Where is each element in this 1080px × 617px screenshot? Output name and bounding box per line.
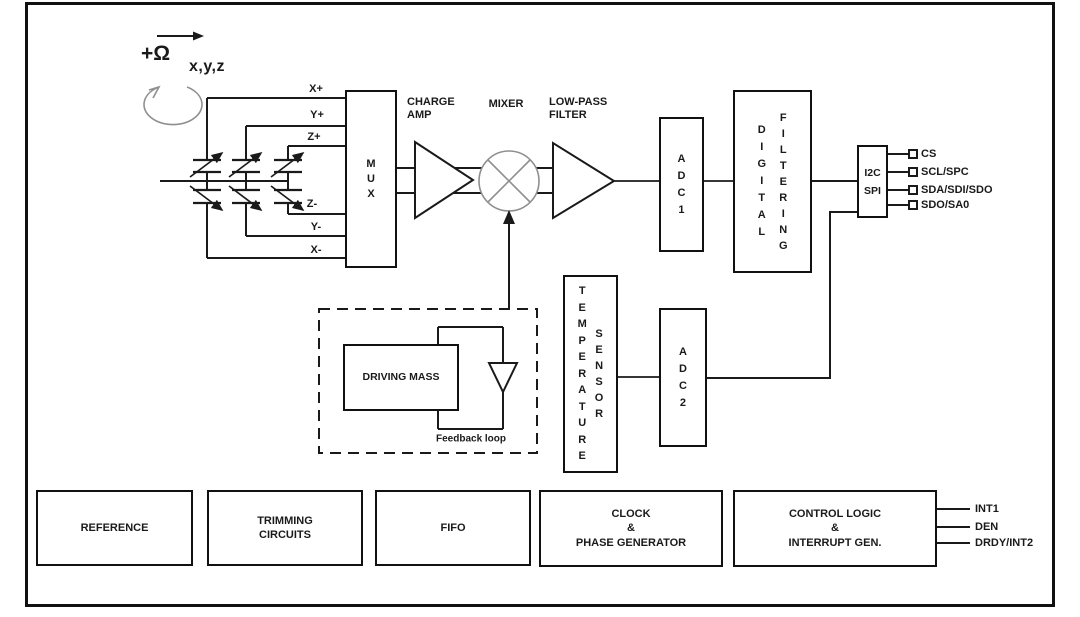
i2c-spi-block: I2C SPI xyxy=(857,145,888,218)
mixer-symbol xyxy=(478,150,540,212)
mixer-label: MIXER xyxy=(488,98,524,110)
reference-block: REFERENCE xyxy=(36,490,193,566)
electrode-wires xyxy=(160,97,345,259)
pin-label-cs: CS xyxy=(921,148,937,160)
electrode-label-y-plus: Y+ xyxy=(310,109,324,121)
pin-label-int1: INT1 xyxy=(975,503,999,515)
omega-label: +Ω xyxy=(141,42,171,65)
sensor-label: S E N S O R xyxy=(594,328,604,420)
mux-block: M U X xyxy=(345,90,397,268)
driving-mass-block: DRIVING MASS xyxy=(343,344,459,411)
rotation-arrow-icon xyxy=(143,85,203,126)
serial-pin-wires xyxy=(888,153,909,206)
temperature-label: T E M P E R A T U R E xyxy=(577,285,587,463)
clock-phase-generator-block: CLOCK & PHASE GENERATOR xyxy=(539,490,723,567)
fifo-block: FIFO xyxy=(375,490,531,566)
adc2-to-interface-wire xyxy=(707,211,857,379)
adc1-label: A D C 1 xyxy=(677,152,686,216)
driving-mass-label: DRIVING MASS xyxy=(362,371,440,384)
oscillator-dashed-box xyxy=(318,308,538,454)
low-pass-filter-label: LOW-PASS FILTER xyxy=(549,96,608,121)
reference-label: REFERENCE xyxy=(80,521,149,534)
electrode-label-z-plus: Z+ xyxy=(307,131,321,143)
filtering-label: F I L T E R I N G xyxy=(779,111,788,252)
interrupt-pin-wires xyxy=(937,508,970,544)
trimming-circuits-block: TRIMMING CIRCUITS xyxy=(207,490,363,566)
feedback-loop-label: Feedback loop xyxy=(435,433,507,445)
fifo-label: FIFO xyxy=(440,521,466,534)
i2c-spi-label: I2C SPI xyxy=(864,166,881,197)
omega-arrow-icon xyxy=(157,31,204,41)
variable-capacitor-icons xyxy=(189,151,305,212)
electrode-label-x-plus: X+ xyxy=(309,83,323,95)
electrode-label-z-minus: Z- xyxy=(306,198,318,210)
temperature-sensor-block: T E M P E R A T U R E S E N S O R xyxy=(563,275,618,473)
charge-amp-symbol xyxy=(414,140,475,220)
trimming-circuits-label: TRIMMING CIRCUITS xyxy=(257,514,313,542)
mux-label: M U X xyxy=(366,157,376,200)
clock-phase-generator-label: CLOCK & PHASE GENERATOR xyxy=(575,507,687,549)
axes-label: x,y,z xyxy=(189,58,225,75)
control-logic-block: CONTROL LOGIC & INTERRUPT GEN. xyxy=(733,490,937,567)
adc2-block: A D C 2 xyxy=(659,308,707,447)
serial-pin-squares xyxy=(908,149,918,210)
pin-label-scl-spc: SCL/SPC xyxy=(921,166,969,178)
electrode-label-y-minus: Y- xyxy=(310,221,322,233)
electrode-label-x-minus: X- xyxy=(310,244,322,256)
adc2-label: A D C 2 xyxy=(679,345,687,409)
pin-label-drdy-int2: DRDY/INT2 xyxy=(975,537,1034,549)
drive-to-mixer-arrow xyxy=(503,210,515,309)
adc1-block: A D C 1 xyxy=(659,117,704,252)
pin-label-sda-sdi-sdo: SDA/SDI/SDO xyxy=(921,184,993,196)
diagram-frame xyxy=(25,2,1055,607)
charge-amp-label: CHARGE AMP xyxy=(407,96,455,121)
feedback-amp-symbol xyxy=(487,362,519,395)
low-pass-filter-symbol xyxy=(552,141,616,220)
control-logic-label: CONTROL LOGIC & INTERRUPT GEN. xyxy=(788,507,882,549)
digital-filtering-block: D I G I T A L F I L T E R I N G xyxy=(733,90,812,273)
pin-label-den: DEN xyxy=(975,521,999,533)
pin-label-sdo-sa0: SDO/SA0 xyxy=(921,199,970,211)
digital-label: D I G I T A L xyxy=(757,124,766,238)
